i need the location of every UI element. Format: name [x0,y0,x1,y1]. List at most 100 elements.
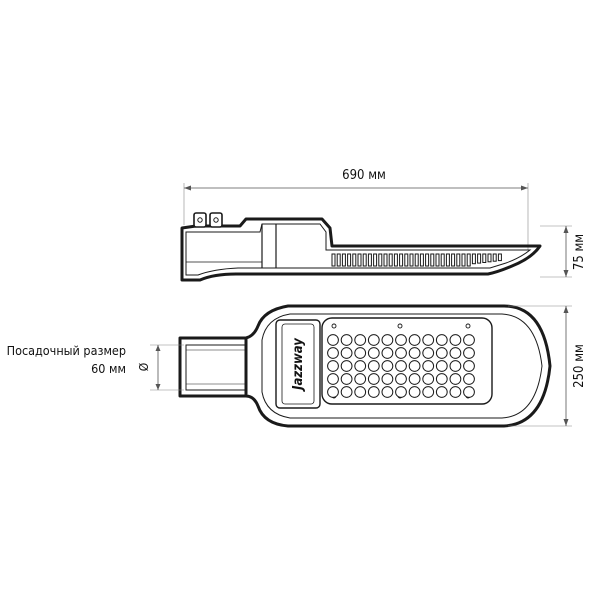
led-icon [449,386,462,398]
led-icon [395,347,407,359]
heatsink-fin [445,253,450,267]
led-icon [408,373,421,385]
led-icon [395,373,407,385]
mount-dimension: Ø Посадочный размер 60 мм [7,343,184,391]
heatsink-fin [456,253,461,267]
led-icon [354,347,367,359]
heatsink-fin [352,253,357,267]
led-icon [354,334,367,346]
heatsink-fin [471,253,476,265]
led-icon [367,386,380,398]
led-icon [327,373,339,385]
heatsink-fin [367,253,372,267]
led-icon [367,347,380,359]
led-icon [367,360,380,372]
heatsink-fin [393,253,398,267]
mount-label-line2: 60 мм [91,361,126,376]
heatsink-fin [482,253,487,263]
width-label: 250 мм [572,344,587,388]
heatsink-fin [388,253,393,267]
led-icon [367,373,380,385]
heatsink-fin [440,253,445,267]
heatsink-fin [373,253,378,267]
led-icon [435,334,448,346]
led-icon [395,360,407,372]
heatsink-fin [331,253,336,267]
led-icon [463,360,475,372]
led-icon [327,347,339,359]
length-dimension: 690 мм [183,168,529,250]
led-icon [463,373,475,385]
heatsink-fins [331,253,502,267]
led-icon [408,360,421,372]
led-icon [422,334,435,346]
heatsink-fin [414,253,419,267]
mount-label-line1: Посадочный размер [7,343,126,358]
led-icon [381,373,394,385]
heatsink-fin [425,253,430,267]
led-icon [435,360,448,372]
heatsink-fin [362,253,367,267]
led-icon [408,386,421,398]
led-icon [340,334,353,346]
led-icon [422,347,435,359]
brand-logo: Jazzway [291,337,306,392]
led-icon [435,386,448,398]
led-icon [408,347,421,359]
led-icon [422,386,435,398]
led-icon [381,386,394,398]
heatsink-fin [378,253,383,267]
led-icon [367,334,380,346]
top-view: Jazzway [178,304,552,428]
led-icon [354,373,367,385]
led-icon [340,360,353,372]
length-label: 690 мм [342,168,386,183]
led-icon [463,347,475,359]
led-icon [463,386,475,398]
heatsink-fin [404,253,409,267]
led-icon [408,334,421,346]
heatsink-fin [419,253,424,267]
width-dimension: 250 мм [508,305,587,427]
heatsink-fin [341,253,346,267]
led-icon [340,386,353,398]
heatsink-fin [336,253,341,267]
heatsink-fin [466,253,471,267]
led-icon [395,386,407,398]
led-icon [449,373,462,385]
led-icon [422,360,435,372]
led-array [327,334,475,398]
heatsink-fin [399,253,404,267]
led-icon [381,360,394,372]
heatsink-fin [357,253,362,267]
diameter-symbol: Ø [137,363,151,372]
led-icon [327,334,339,346]
led-icon [435,373,448,385]
led-panel [321,317,493,405]
led-icon [327,360,339,372]
heatsink-fin [451,253,456,267]
led-icon [340,373,353,385]
led-icon [381,347,394,359]
heatsink-fin [497,253,502,262]
height-dimension: 75 мм [540,225,587,278]
side-view [180,212,542,282]
led-icon [449,347,462,359]
led-icon [395,334,407,346]
led-icon [463,334,475,346]
led-icon [340,347,353,359]
led-icon [354,386,367,398]
heatsink-fin [477,253,482,264]
led-icon [327,386,339,398]
cable-gland-icon [193,212,224,233]
heatsink-fin [430,253,435,267]
heatsink-fin [409,253,414,267]
led-icon [449,360,462,372]
heatsink-fin [461,253,466,267]
heatsink-fin [492,253,497,262]
heatsink-fin [383,253,388,267]
led-icon [449,334,462,346]
led-icon [354,360,367,372]
heatsink-fin [347,253,352,267]
